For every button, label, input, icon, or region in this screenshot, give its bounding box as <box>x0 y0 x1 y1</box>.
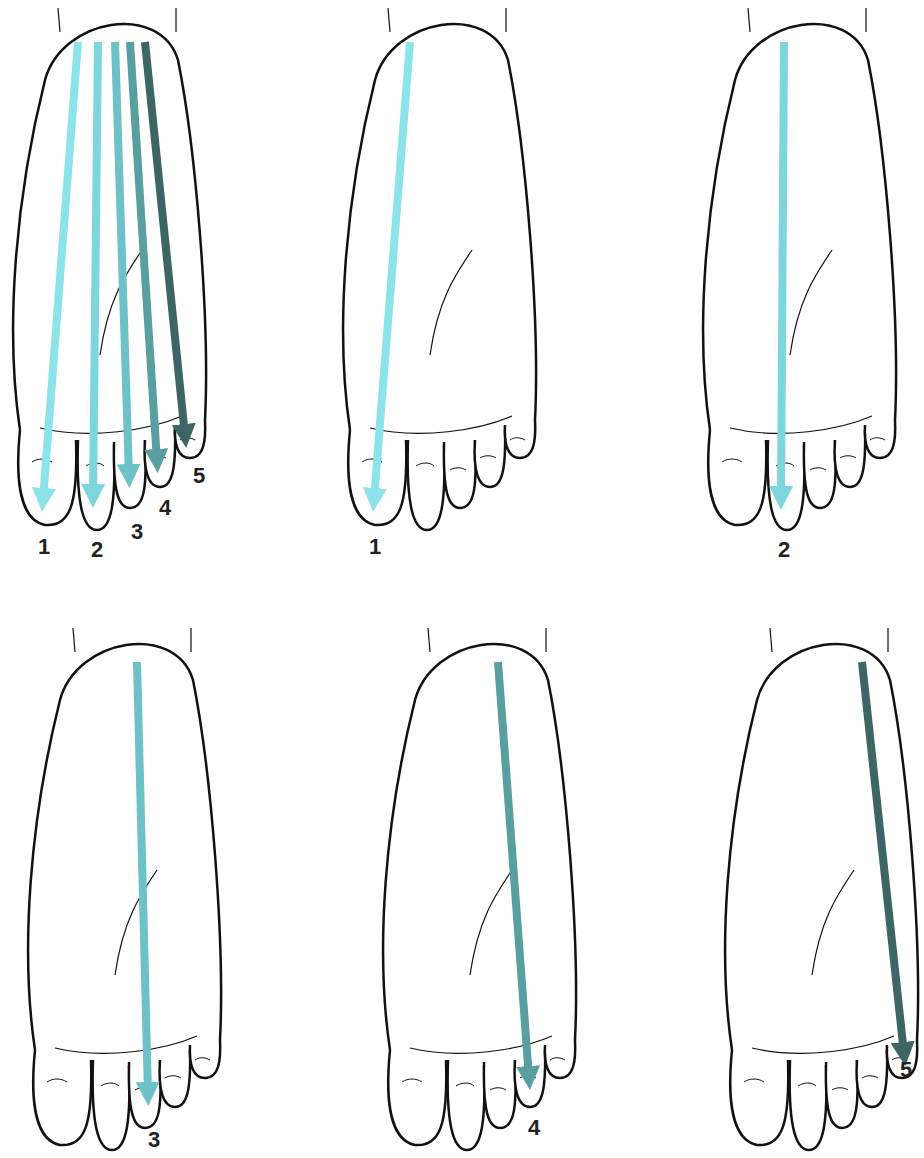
callout-number: 4 <box>159 497 171 519</box>
callout-number: 1 <box>38 536 50 558</box>
callout-number: 2 <box>778 539 790 561</box>
callout-number: 2 <box>91 539 103 561</box>
callout-number: 4 <box>528 1117 540 1139</box>
callout-number: 5 <box>193 465 205 487</box>
callout-number: 5 <box>900 1059 912 1081</box>
callout-number: 3 <box>131 521 143 543</box>
callout-number: 1 <box>369 536 381 558</box>
callout-number: 3 <box>148 1129 160 1151</box>
